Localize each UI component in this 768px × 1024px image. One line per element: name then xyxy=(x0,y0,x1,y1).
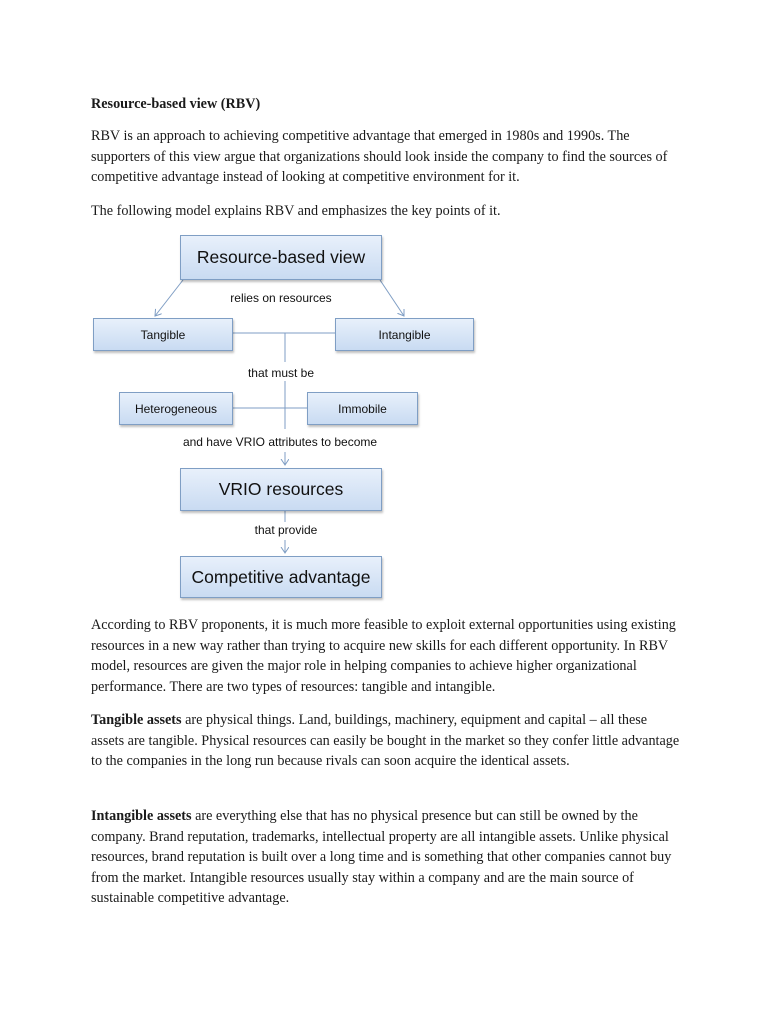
intangible-assets-paragraph: Intangible assets are everything else th… xyxy=(91,806,681,909)
intro-paragraph: RBV is an approach to achieving competit… xyxy=(91,128,668,186)
tangible-box: Tangible xyxy=(93,318,233,351)
intangible-box: Intangible xyxy=(335,318,474,351)
resource-based-view-box: Resource-based view xyxy=(180,235,382,280)
competitive-advantage-box: Competitive advantage xyxy=(180,556,382,598)
that-provide-label: that provide xyxy=(254,523,318,537)
tangible-assets-text: are physical things. Land, buildings, ma… xyxy=(91,712,680,770)
vrio-attributes-label: and have VRIO attributes to become xyxy=(182,435,378,449)
relies-on-resources-label: relies on resources xyxy=(230,291,332,305)
tangible-assets-paragraph: Tangible assets are physical things. Lan… xyxy=(91,710,681,772)
section-heading: Resource-based view (RBV) xyxy=(91,96,261,112)
heterogeneous-box: Heterogeneous xyxy=(119,392,233,425)
model-intro-paragraph: The following model explains RBV and emp… xyxy=(91,203,501,219)
connector-top-tangible xyxy=(155,279,184,316)
proponents-paragraph: According to RBV proponents, it is much … xyxy=(91,617,676,695)
vrio-resources-box: VRIO resources xyxy=(180,468,382,511)
that-must-be-label: that must be xyxy=(247,366,315,380)
intangible-assets-term: Intangible assets xyxy=(91,808,192,824)
connector-top-intangible xyxy=(379,279,404,316)
intangible-assets-text: are everything else that has no physical… xyxy=(91,808,672,907)
tangible-assets-term: Tangible assets xyxy=(91,712,182,728)
immobile-box: Immobile xyxy=(307,392,418,425)
